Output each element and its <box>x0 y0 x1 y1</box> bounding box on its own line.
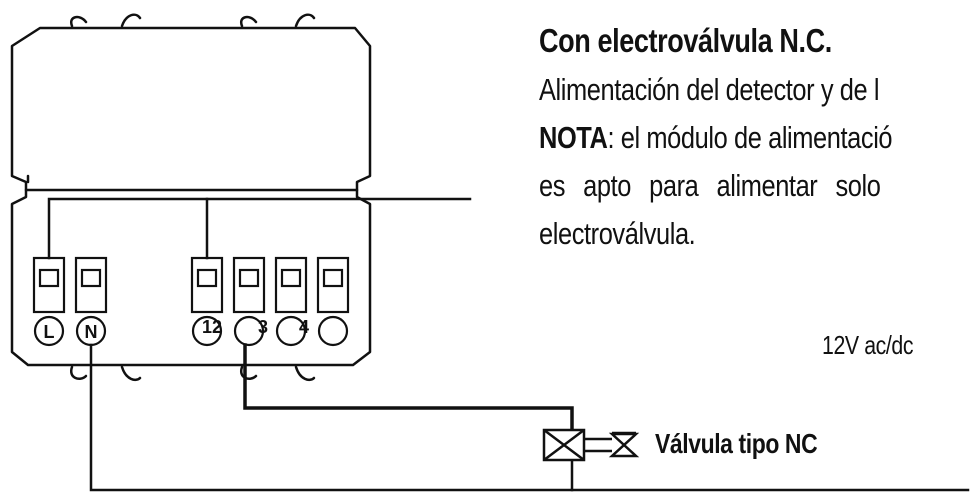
terminal-block-1 <box>190 256 224 314</box>
description-line-4: electroválvula. <box>539 216 696 251</box>
valve-type-label: Válvula tipo NC <box>655 428 818 459</box>
description-line-3: es apto para alimentar solo <box>539 168 881 203</box>
wire-L-to-supply <box>47 197 472 260</box>
module-outline <box>10 26 372 367</box>
terminal-circle-4 <box>317 315 349 347</box>
terminal-block-N <box>74 256 108 314</box>
clip-bottom-4 <box>294 365 316 382</box>
terminal-label-12: 12 <box>202 317 222 337</box>
clip-top-3 <box>239 15 258 28</box>
note-label: NOTA <box>539 120 608 155</box>
note-text: : el módulo de alimentació <box>607 120 893 155</box>
terminal-label-N: N <box>85 322 98 342</box>
supply-voltage-label: 12V ac/dc <box>822 330 914 360</box>
module-inner-divider <box>24 174 359 192</box>
terminal-circle-1 <box>191 315 223 347</box>
clip-top-4 <box>294 13 316 28</box>
terminal-label-L: L <box>44 322 55 342</box>
clip-top-1 <box>69 15 88 28</box>
terminal-label-4: 4 <box>299 317 309 337</box>
terminal-block-L <box>32 256 66 314</box>
terminal-block-2 <box>232 256 266 314</box>
terminal-block-3 <box>274 256 308 314</box>
terminal-label-3: 3 <box>258 317 268 337</box>
clip-top-2 <box>120 13 142 28</box>
clip-bottom-2 <box>120 365 142 382</box>
terminal-circle-L <box>33 315 65 347</box>
description-line-2: NOTA: el módulo de alimentació <box>539 120 893 156</box>
terminal-circle-3 <box>275 315 307 347</box>
terminal-block-4 <box>316 256 350 314</box>
wire-N-to-valve <box>89 343 574 492</box>
description-heading: Con electroválvula N.C. <box>539 22 832 59</box>
valve-symbol <box>542 428 640 462</box>
wire-3-to-valve <box>243 343 574 432</box>
clip-bottom-1 <box>69 365 88 380</box>
terminal-circle-2 <box>233 315 265 347</box>
description-line-1: Alimentación del detector y de l <box>539 72 880 107</box>
